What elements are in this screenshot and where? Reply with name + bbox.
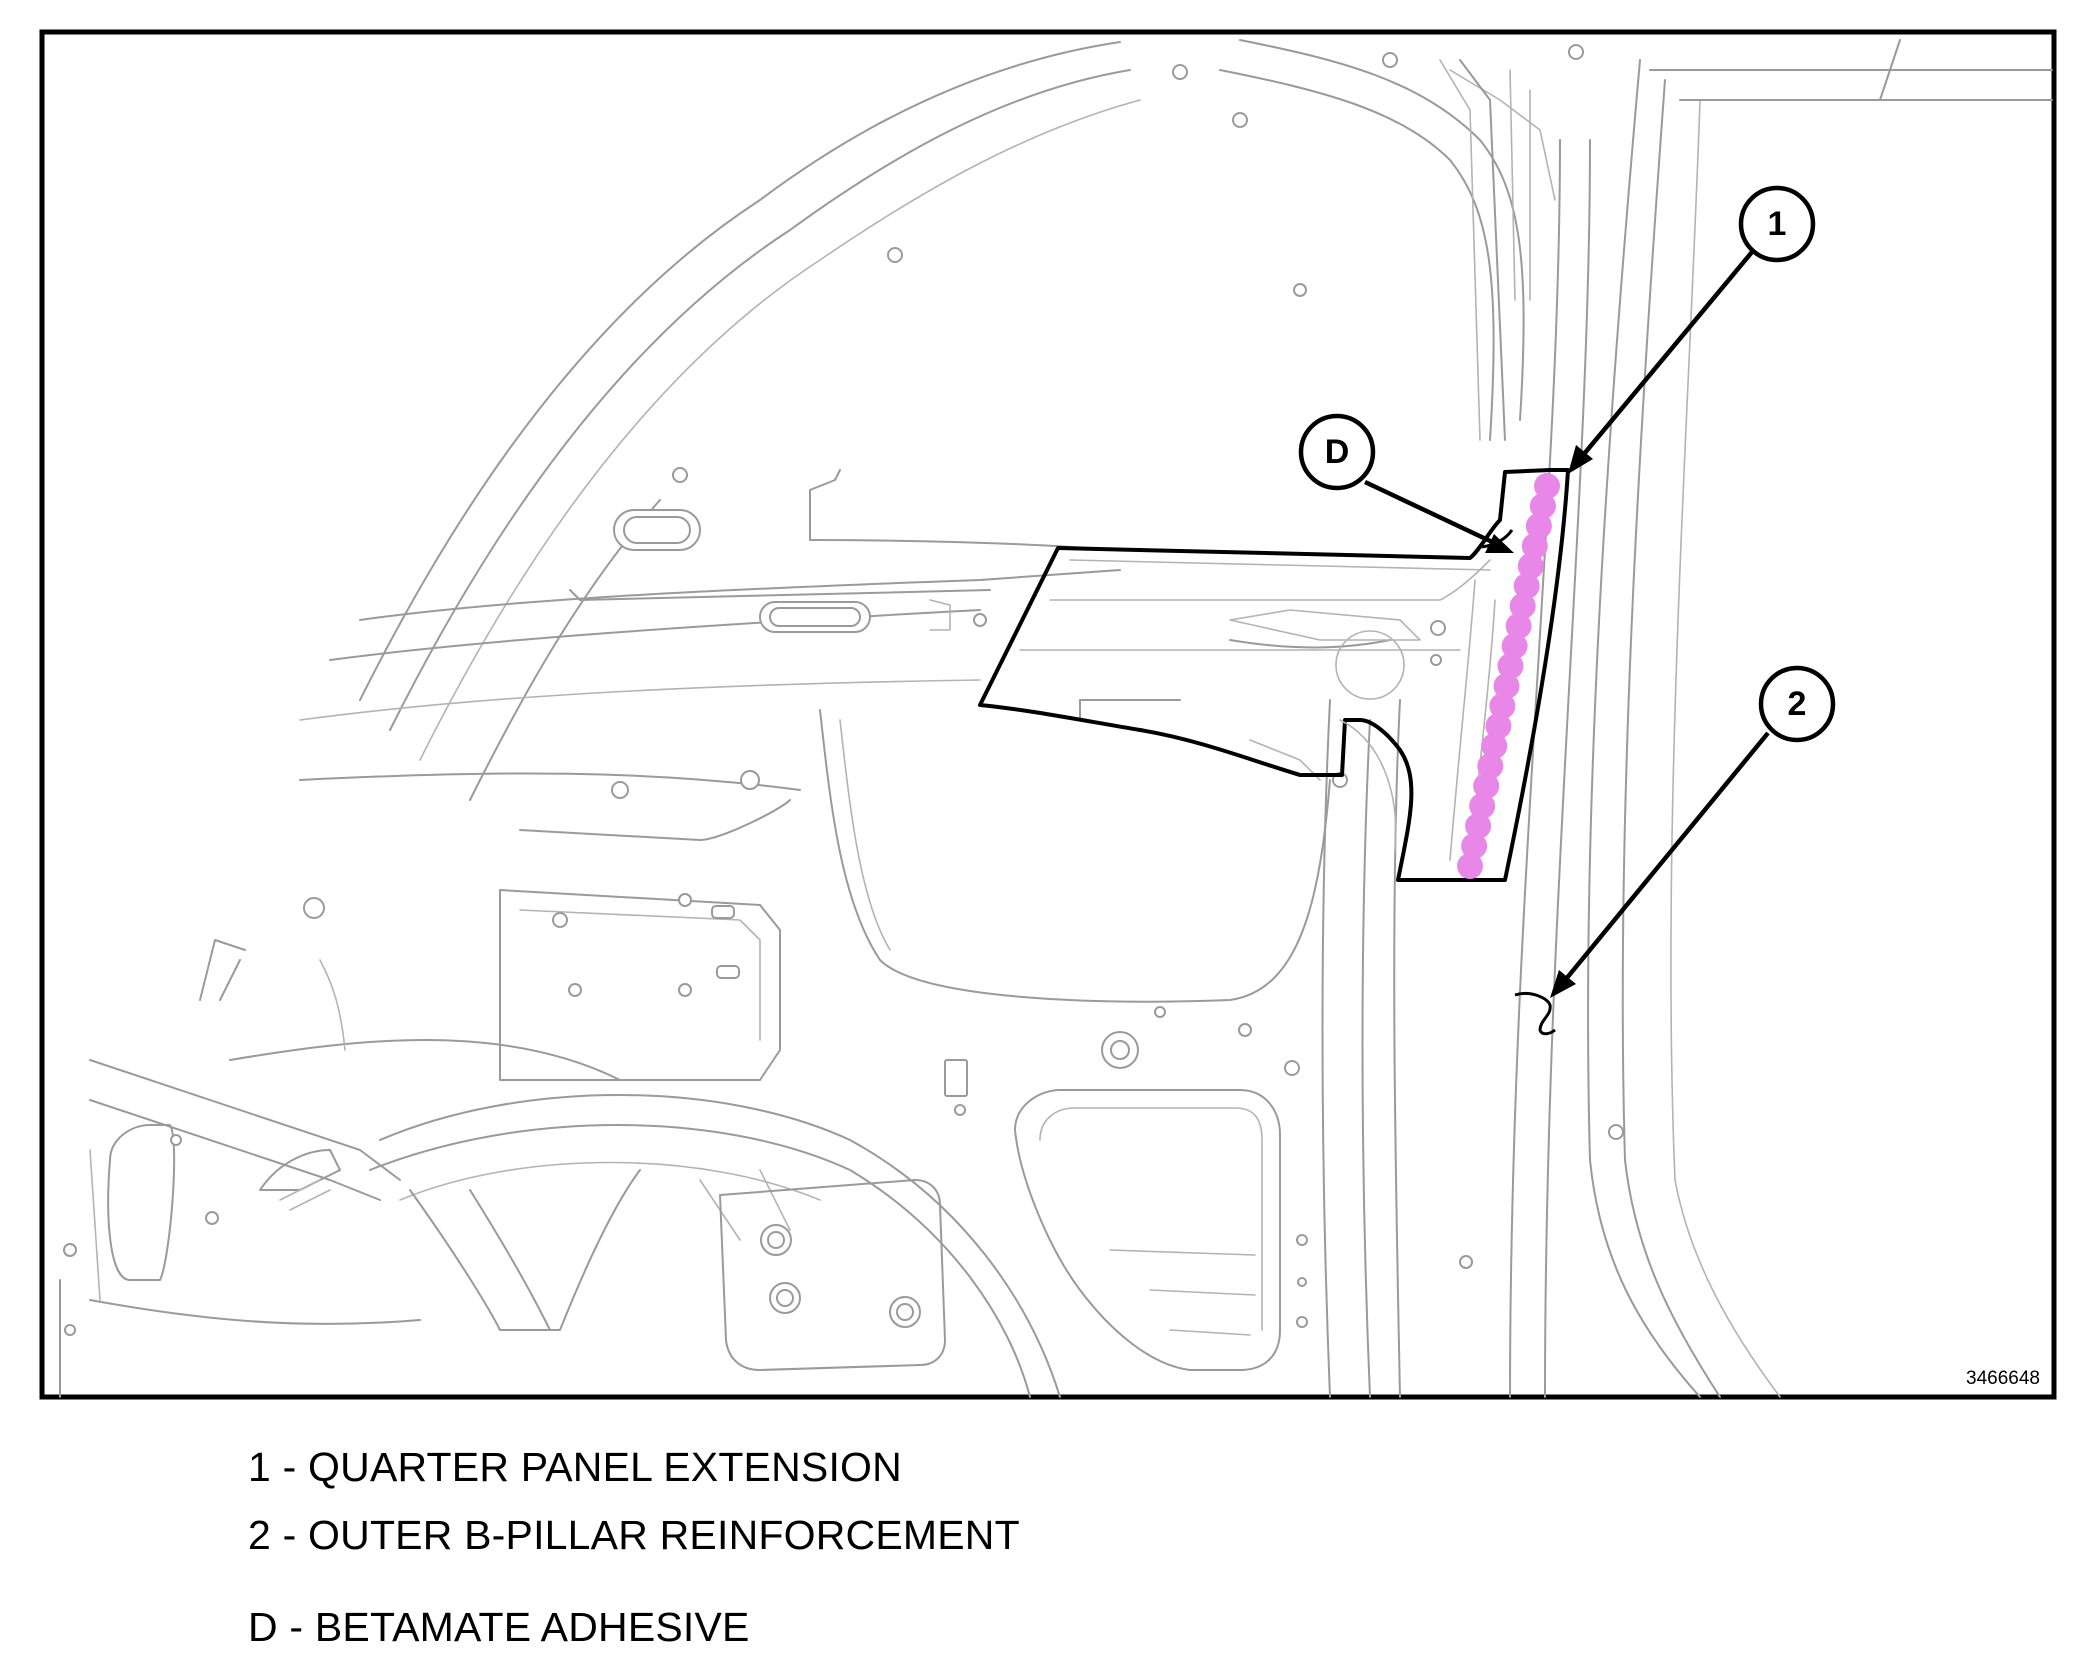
legend-item-d: D - BETAMATE ADHESIVE <box>248 1604 750 1650</box>
adhesive-dot <box>1497 653 1524 679</box>
adhesive-dot <box>1457 853 1483 879</box>
adhesive-dot <box>1521 533 1548 559</box>
callout-d: D <box>1298 413 1376 491</box>
body-structure-diagram: 1 2 D 3466648 <box>39 29 2057 1400</box>
adhesive-dot <box>1473 773 1500 799</box>
adhesive-dot <box>1501 633 1528 659</box>
adhesive-dot <box>1469 793 1496 819</box>
betamate-adhesive-bead <box>1457 473 1560 879</box>
leader-1 <box>1572 250 1754 468</box>
legend-item-1: 1 - QUARTER PANEL EXTENSION <box>248 1444 902 1490</box>
callout-2-label: 2 <box>1788 685 1807 723</box>
callout-1-label: 1 <box>1768 205 1787 243</box>
leader-d-arrowhead <box>1485 534 1514 553</box>
leader-d <box>1364 479 1506 551</box>
adhesive-dot <box>1529 493 1556 519</box>
adhesive-dot <box>1513 573 1540 599</box>
callout-1: 1 <box>1738 185 1816 263</box>
adhesive-dot <box>1505 613 1532 639</box>
leader-lines <box>1364 250 1770 1036</box>
leader-2-arrowhead <box>1550 970 1576 998</box>
adhesive-dot <box>1493 673 1520 699</box>
callout-d-label: D <box>1325 433 1350 471</box>
vehicle-body-linework <box>59 39 2053 1398</box>
leader-2 <box>1555 731 1770 992</box>
callout-2: 2 <box>1758 665 1836 743</box>
adhesive-dot <box>1477 753 1504 779</box>
adhesive-dot <box>1465 813 1492 839</box>
leader-d-hook <box>1481 529 1514 549</box>
adhesive-dot <box>1489 693 1516 719</box>
leader-1-arrowhead <box>1568 445 1593 474</box>
adhesive-dot <box>1517 553 1544 579</box>
figure-id: 3466648 <box>1966 1368 2040 1389</box>
adhesive-dot <box>1461 833 1488 859</box>
adhesive-dot <box>1525 513 1552 539</box>
adhesive-dot <box>1534 473 1560 499</box>
adhesive-dot <box>1509 593 1536 619</box>
legend-item-2: 2 - OUTER B-PILLAR REINFORCEMENT <box>248 1512 1020 1558</box>
leader-2-squiggle <box>1514 991 1556 1036</box>
adhesive-dot <box>1481 733 1508 759</box>
adhesive-dot <box>1485 713 1512 739</box>
